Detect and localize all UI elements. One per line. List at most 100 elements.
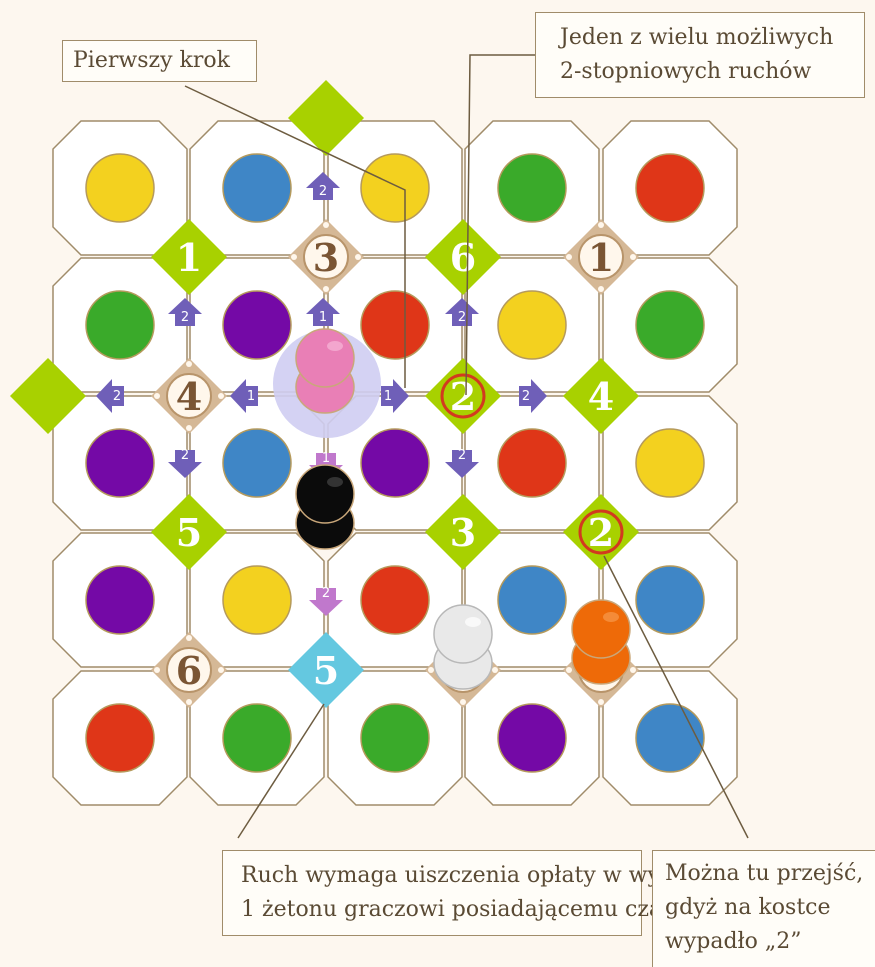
tile-green (52, 257, 188, 393)
diamond-number: 4 (588, 374, 614, 419)
color-circle-blue (222, 153, 292, 223)
tile-green (189, 670, 325, 806)
diamond-d-4-a: 4 (151, 358, 227, 434)
diamond-medallion (578, 234, 624, 280)
arrow-shape (309, 588, 343, 616)
pawn-highlight (327, 477, 343, 487)
diamond-d-4-b: 4 (563, 358, 639, 434)
color-circle-yellow (360, 153, 430, 223)
pawn-highlight (465, 617, 481, 627)
diamond-number: 6 (176, 648, 202, 693)
diamond-shape (425, 358, 501, 434)
diamond-shape (425, 219, 501, 295)
diamond-number: 5 (313, 648, 339, 693)
arrow-shape (445, 450, 479, 478)
tile-green (327, 670, 463, 806)
arrow-up: 2 (445, 298, 479, 326)
callout-two-step-line1: Jeden z wielu możliwych (560, 25, 834, 50)
diamond-dot (186, 425, 192, 431)
leader-fee (237, 703, 325, 839)
arrow-step-number: 2 (322, 586, 330, 601)
tile-blue (602, 670, 738, 806)
color-circle-purple (497, 703, 567, 773)
tile-yellow (602, 395, 738, 531)
callout-leader-lines (184, 54, 749, 839)
arrow-shape (306, 172, 340, 200)
tile-purple (52, 395, 188, 531)
arrow-right: 1 (381, 379, 409, 413)
color-circle-yellow (85, 153, 155, 223)
pawns-layer (273, 328, 631, 690)
diamond-number: 2 (588, 510, 614, 555)
color-circle-red (360, 565, 430, 635)
pawn-head (295, 464, 355, 524)
tile-red (464, 395, 600, 531)
diamond-shape (563, 494, 639, 570)
arrow-step-number: 1 (322, 451, 330, 466)
color-circle-blue (635, 565, 705, 635)
color-circle-blue (497, 565, 567, 635)
diamond-shape (563, 358, 639, 434)
diamond-dot (154, 667, 160, 673)
color-circle-purple (222, 290, 292, 360)
diamond-dot (428, 667, 434, 673)
diamond-d-3-b: 3 (425, 494, 501, 570)
diamond-dot (323, 286, 329, 292)
tile-red (52, 670, 188, 806)
pawn-highlight (603, 612, 619, 622)
diamond-d-2-a: 2 (425, 358, 501, 434)
callout-two-step-line2: 2-stopniowych ruchów (560, 59, 812, 84)
callout-two-step-move: Jeden z wielu możliwych 2-stopniowych ru… (535, 12, 865, 98)
color-circle-green (222, 703, 292, 773)
callout-first-step: Pierwszy krok (62, 40, 257, 82)
diamond-dot (291, 254, 297, 260)
tile-blue (189, 120, 325, 256)
tile-purple (464, 670, 600, 806)
arrow-down: 2 (445, 448, 479, 478)
diamond-number: 1 (176, 235, 202, 280)
diamond-shape (151, 219, 227, 295)
tile-blue (602, 532, 738, 668)
color-circle-blue (222, 428, 292, 498)
arrow-down: 2 (309, 586, 343, 616)
color-circle-purple (85, 565, 155, 635)
pawn-pink (295, 328, 355, 414)
arrow-step-number: 2 (181, 310, 189, 325)
color-circle-yellow (497, 290, 567, 360)
tile-purple (52, 532, 188, 668)
diamond-dot (323, 222, 329, 228)
diamond-shape (151, 494, 227, 570)
tile-yellow (464, 257, 600, 393)
callout-dice: Można tu przejść, gdyż na kostce wypadło… (652, 850, 875, 967)
color-circle-green (360, 703, 430, 773)
diamond-dot (598, 222, 604, 228)
arrow-shape (230, 379, 258, 413)
diamond-dot (355, 254, 361, 260)
arrow-shape (381, 379, 409, 413)
diamond-number: 2 (450, 374, 476, 419)
diamond-dot (186, 361, 192, 367)
diamond-number: 5 (176, 510, 202, 555)
arrow-up: 1 (306, 298, 340, 326)
leader-two-step (465, 54, 535, 396)
diamond-dot (598, 286, 604, 292)
diamond-edge-top (288, 80, 364, 156)
diamond-dot (186, 699, 192, 705)
arrow-left: 2 (96, 379, 124, 413)
diamond-d-2-b: 2 (563, 494, 639, 570)
diamond-dot (598, 699, 604, 705)
color-circle-green (497, 153, 567, 223)
arrow-shape (306, 298, 340, 326)
arrow-step-number: 2 (319, 184, 327, 199)
diamond-dot (218, 393, 224, 399)
diamond-d-6-a: 6 (425, 219, 501, 295)
color-circle-red (360, 290, 430, 360)
diamond-d-1-a: 1 (151, 219, 227, 295)
diamond-dot (630, 667, 636, 673)
callout-fee-line2: 1 żetonu graczowi posiadającemu czarny p… (241, 897, 782, 922)
color-circle-green (635, 290, 705, 360)
arrow-right: 2 (519, 379, 547, 413)
diamond-dot (492, 667, 498, 673)
color-circle-yellow (222, 565, 292, 635)
